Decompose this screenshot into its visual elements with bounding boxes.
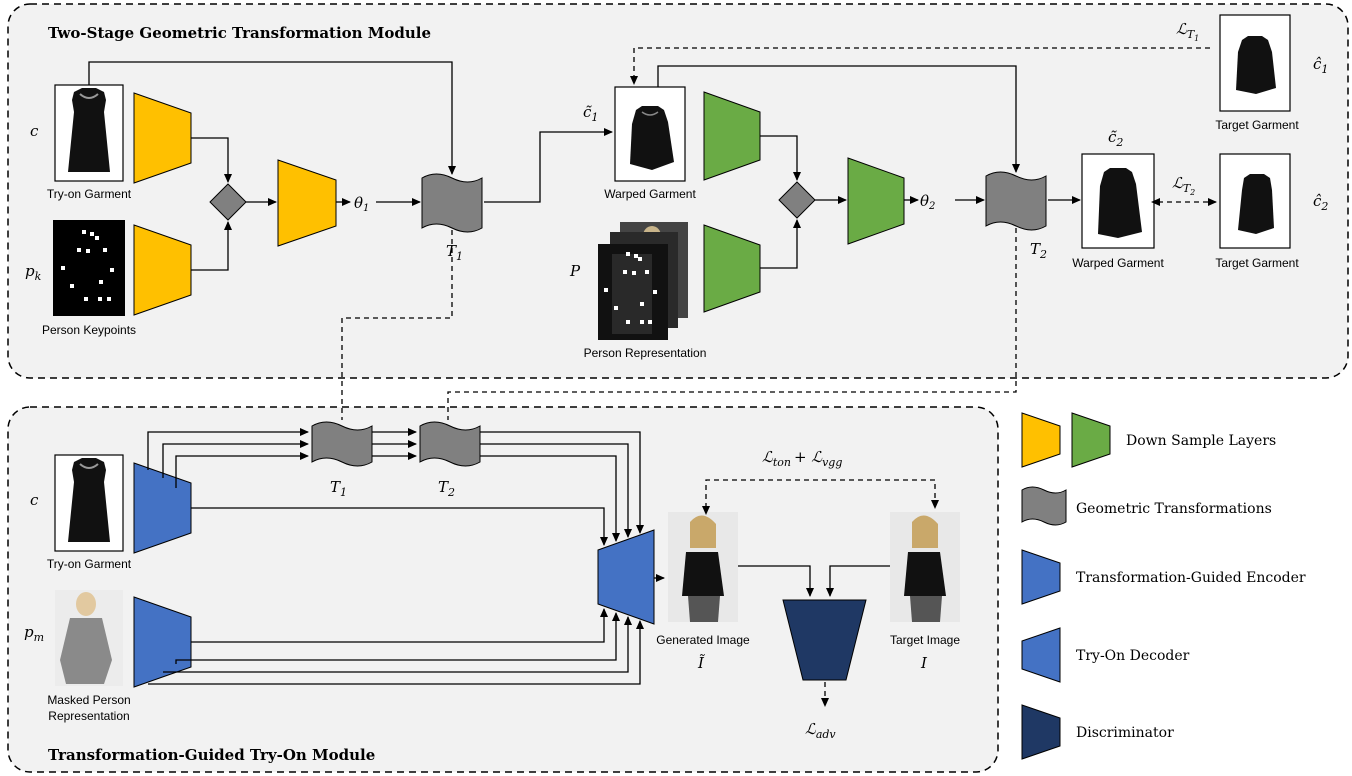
tryon-garment-caption-bottom: Try-on Garment [47,557,132,571]
skip-line-1c [480,431,644,534]
warped-garment-1-caption: Warped Garment [604,187,696,201]
top-module-title: Two-Stage Geometric Transformation Modul… [48,24,431,42]
masked-person-image [55,590,123,686]
loss-T2-label: ℒT2 [1172,174,1195,197]
I-tilde-label: Ĩ [697,654,705,672]
loss-ton-vgg-label: ℒton+ ℒvgg [762,448,842,469]
person-keypoints-image [53,220,125,316]
bottom-module-panel [7,406,999,773]
top-module-panel [7,3,1349,379]
geometric-transformation-T1-bottom [311,421,373,467]
geometric-transformation-T2 [985,171,1047,231]
skip-line-2 [162,440,309,478]
arrow-generated-to-disc [738,565,814,597]
geometric-transformation-T1 [421,173,483,233]
correlation-diamond-2 [778,181,816,219]
T2-label-bottom: T2 [438,478,455,499]
T2-label-top: T2 [1030,240,1047,261]
legend-yellow-shape [1021,412,1061,468]
person-representation-caption: Person Representation [584,346,707,360]
skip-line-2c [480,443,632,538]
downsample-encoder-warped [703,91,761,181]
tryon-garment-image-bottom [54,454,124,552]
warped-garment-1-image [614,86,686,182]
input-pm-label: pm [24,623,44,644]
input-c-label-bottom: c [30,491,39,509]
masked-person-caption-2: Representation [48,709,129,723]
legend-geometric-label: Geometric Transformations [1076,501,1272,517]
c2-hat-label: ĉ2 [1313,192,1328,213]
generated-image-caption: Generated Image [656,633,750,647]
legend-encoder-shape [1021,549,1061,605]
transformation-guided-encoder-c [133,462,192,554]
arrow-enc-pk-to-diamond [191,221,232,271]
legend-decoder-label: Try-On Decoder [1076,648,1190,664]
I-label: I [920,654,928,672]
legend-discriminator-shape [1021,704,1061,760]
generated-image [668,512,738,622]
target-garment-1-image [1219,14,1291,112]
pm-line-1 [175,612,620,664]
c2-tilde-label: c̃2 [1108,128,1123,149]
tryon-garment-caption: Try-on Garment [47,187,132,201]
arrow-enc-person-to-diamond [760,219,801,269]
person-keypoints-caption: Person Keypoints [42,323,136,337]
legend: Down Sample Layers Geometric Transformat… [1021,412,1306,760]
masked-person-caption-1: Masked Person [47,693,130,707]
legend-discriminator-label: Discriminator [1076,725,1174,741]
downsample-encoder-person [703,224,761,313]
legend-green-shape [1071,412,1111,468]
bottom-module-title: Transformation-Guided Try-On Module [48,746,375,764]
T1-label-bottom: T1 [330,478,347,499]
correlation-diamond-1 [209,183,247,221]
loss-T1-label: ℒT1 [1176,20,1199,43]
downsample-encoder-pk [133,224,192,316]
arrow-enc-c-to-diamond [191,137,232,183]
legend-downsample-label: Down Sample Layers [1126,433,1276,449]
loss-adv-label: ℒadv [805,720,836,741]
tryon-garment-image [54,84,124,182]
theta2-label: θ2 [920,192,935,212]
arrow-warped-to-T2 [657,65,1020,173]
downsample-encoder-merged-2 [847,157,905,245]
target-image [890,512,960,622]
arrow-T1-to-warped [484,128,613,203]
arrow-target-to-disc [826,565,890,597]
loss-T1-dashed-arrow [630,47,1210,85]
downsample-encoder-merged [277,159,337,247]
input-c-label: c [30,122,39,140]
geometric-transformation-T2-bottom [419,421,481,467]
legend-encoder-label: Transformation-Guided Encoder [1076,570,1306,586]
arrow-enc-warped-to-diamond [760,135,801,181]
target-garment-1-caption: Target Garment [1215,118,1299,132]
skip-line-1 [147,428,309,470]
pm-line-main [191,608,608,643]
pm-line-3 [148,620,644,685]
theta1-label: θ1 [354,194,369,214]
warped-garment-2-caption: Warped Garment [1072,256,1164,270]
loss-ton-vgg-dashed-arrow [702,479,939,515]
skip-line-3 [175,452,309,488]
discriminator [782,599,867,681]
skip-line-3c [480,455,620,542]
arrow-c-to-T1 [88,61,456,175]
legend-decoder-shape [1021,627,1061,683]
legend-geometric-shape [1021,486,1067,526]
skip-line-main-c [191,507,608,546]
target-image-caption: Target Image [890,633,960,647]
downsample-encoder-c [133,92,192,184]
person-representation-image [598,222,688,340]
T2-dashed-connector [447,228,1017,420]
input-pk-label: pk [25,262,42,283]
tryon-decoder [597,529,655,625]
P-label: P [569,262,581,280]
c1-hat-label: ĉ1 [1313,55,1328,76]
warped-garment-2-image [1081,153,1155,249]
transformation-guided-encoder-pm [133,596,192,688]
target-garment-2-caption: Target Garment [1215,256,1299,270]
c1-tilde-label: c̃1 [583,103,598,124]
target-garment-2-image [1219,153,1291,249]
pm-line-2 [163,616,632,673]
